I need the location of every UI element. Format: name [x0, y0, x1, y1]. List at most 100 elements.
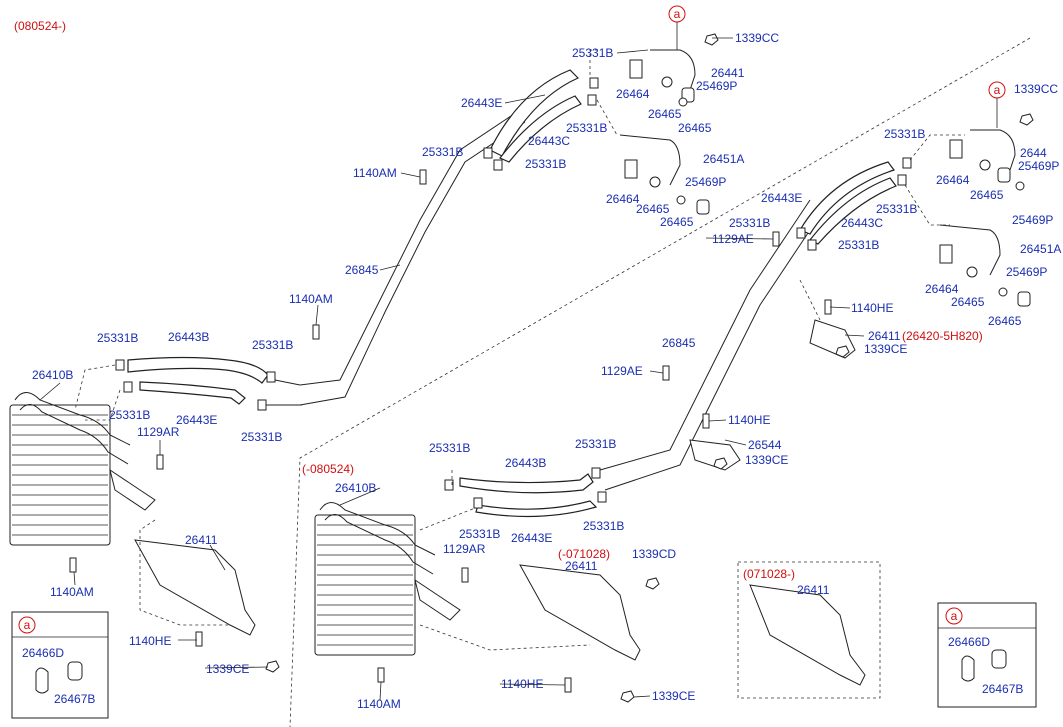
- label-26464: 26464: [616, 87, 650, 101]
- label-26441: 26441: [711, 66, 745, 80]
- pipe-26451a: [619, 134, 681, 186]
- label-1140he: 1140HE: [851, 301, 893, 315]
- label-26443e: 26443E: [176, 413, 217, 427]
- leader-lines: [39, 37, 865, 701]
- hose-26443e-upper: [489, 69, 580, 157]
- label-26411: 26411: [185, 533, 218, 547]
- label-26464: 26464: [925, 282, 959, 296]
- pipe-26845-left: [262, 109, 526, 406]
- label-26845: 26845: [345, 263, 379, 277]
- label-26465: 26465: [636, 202, 670, 216]
- label-25331b: 25331B: [575, 437, 616, 451]
- label-25331b: 25331B: [422, 145, 463, 159]
- label-25331b: 25331B: [884, 127, 925, 141]
- label-26465: 26465: [951, 295, 985, 309]
- callout-a-symbol-2: a: [951, 609, 958, 623]
- label-26410b: 26410B: [335, 481, 376, 495]
- label-25331b: 25331B: [566, 121, 607, 135]
- label-25331b: 25331B: [572, 46, 613, 60]
- hose-26443b-right: [459, 473, 594, 494]
- label-26465: 26465: [648, 107, 682, 121]
- pipe-2644-right: [970, 129, 1016, 171]
- labels-upper: 1339CC 26441 25469P 26465 26465 25331B 2…: [32, 31, 779, 676]
- label-26465: 26465: [660, 215, 694, 229]
- label-1339ce: 1339CE: [745, 453, 788, 467]
- label-26443e: 26443E: [511, 531, 552, 545]
- note-main-date: (080524-): [14, 19, 66, 33]
- label-1129ar: 1129AR: [443, 542, 486, 556]
- bracket-26411-variant: [749, 584, 866, 686]
- cooler-right: [314, 502, 461, 656]
- fittings-upper: [69, 33, 719, 673]
- variant-box-071028: [737, 561, 881, 699]
- label-1339ce: 1339CE: [864, 342, 907, 356]
- label-25469p: 25469P: [1018, 159, 1059, 173]
- label-1339ce: 1339CE: [652, 689, 695, 703]
- label-25331b: 25331B: [429, 441, 470, 455]
- hose-26443e-right: [475, 500, 598, 518]
- pipe-26845-right: [599, 199, 821, 491]
- callout-a-symbol-4: a: [994, 83, 1001, 97]
- label-25331b: 25331B: [252, 338, 293, 352]
- label-26845: 26845: [662, 336, 696, 350]
- label-26443e: 26443E: [761, 191, 802, 205]
- note-bracket-date-2: (071028-): [743, 567, 795, 581]
- hose-26443c-lower: [809, 177, 897, 245]
- pipe-26451a-right: [939, 224, 1001, 276]
- label-26464: 26464: [936, 173, 970, 187]
- detail-label-26466d-left: 26466D: [22, 646, 64, 660]
- label-25331b: 25331B: [876, 202, 917, 216]
- label-1339ce: 1339CE: [206, 662, 249, 676]
- note-alt-part: (26420-5H820): [902, 329, 983, 343]
- label-1339cd: 1339CD: [632, 547, 676, 561]
- callout-a-circle-1: [18, 616, 36, 634]
- label-26443c: 26443C: [528, 134, 570, 148]
- label-26464: 26464: [606, 192, 640, 206]
- hose-26443e-lower: [799, 161, 895, 235]
- label-26465: 26465: [988, 314, 1022, 328]
- label-25469p: 25469P: [1006, 265, 1047, 279]
- label-26443e: 26443E: [461, 96, 502, 110]
- detail-label-26466d-right: 26466D: [948, 635, 990, 649]
- label-26410b: 26410B: [32, 368, 73, 382]
- detail-label-26467b-left: 26467B: [54, 692, 95, 706]
- label-1140am: 1140AM: [289, 292, 333, 306]
- label-26451a: 26451A: [703, 152, 744, 166]
- hose-26443e-left: [139, 381, 246, 405]
- label-1140am: 1140AM: [50, 585, 94, 599]
- bracket-26411-lower: [519, 564, 641, 661]
- label-1339cc: 1339CC: [735, 31, 779, 45]
- detail-box-a-left: a: [11, 611, 109, 719]
- hose-26443b-left: [127, 356, 269, 384]
- label-1129ae: 1129AE: [712, 232, 754, 246]
- detail-box-a-right: a: [937, 602, 1037, 708]
- callout-lines-left: [74, 49, 618, 626]
- label-25331b: 25331B: [241, 430, 282, 444]
- label-25331b: 25331B: [459, 527, 500, 541]
- label-25331b: 25331B: [97, 331, 138, 345]
- label-1140he: 1140HE: [728, 413, 770, 427]
- label-25469p: 25469P: [1012, 213, 1053, 227]
- callout-a-circle-2: [945, 607, 963, 625]
- label-25331b: 25331B: [838, 238, 879, 252]
- label-1129ar: 1129AR: [137, 425, 180, 439]
- label-26544: 26544: [748, 438, 782, 452]
- callout-lines-right: [419, 134, 965, 651]
- label-25331b: 25331B: [729, 216, 770, 230]
- label-26451a: 26451A: [1020, 242, 1061, 256]
- label-25469p: 25469P: [696, 79, 737, 93]
- label-26443b: 26443B: [505, 456, 546, 470]
- callout-a-symbol-3: a: [674, 7, 681, 21]
- label-1140am: 1140AM: [357, 697, 401, 711]
- label-26411: 26411: [868, 329, 901, 343]
- callout-a-symbol-1: a: [24, 618, 31, 632]
- label-26443c: 26443C: [841, 216, 883, 230]
- note-sub-date: (-080524): [302, 462, 354, 476]
- label-25331b: 25331B: [109, 408, 150, 422]
- label-26465: 26465: [678, 121, 712, 135]
- label-1339cc: 1339CC: [1014, 82, 1058, 96]
- label-2644: 2644: [1020, 146, 1047, 160]
- label-25331b: 25331B: [583, 519, 624, 533]
- label-26465: 26465: [970, 188, 1004, 202]
